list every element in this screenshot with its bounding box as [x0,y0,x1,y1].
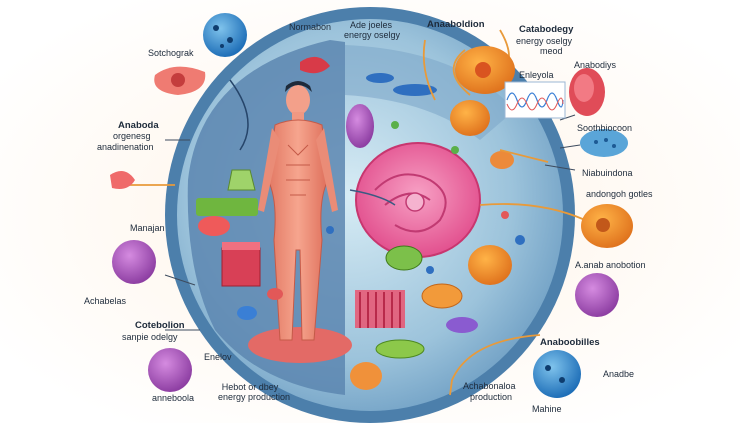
label-anadbe: Anadbe [603,369,635,379]
figure-platform [248,327,352,363]
label-achabelas: Achabelas [84,296,127,306]
human-figure [248,81,352,363]
label-anaboda: Anaboda [118,120,159,131]
label-ade-line1: Ade joeles [349,20,393,30]
label-sanpie-odelgy: sanpie odelgy [122,332,178,342]
label-hebot-line2: energy production [217,392,291,402]
label-anneboola: anneboola [152,393,195,403]
label-sotchograk: Sotchograk [148,48,194,58]
enzyme-box [196,198,258,216]
label-ade-line2: energy oselgy [343,30,401,40]
label-hebot-line1: Hebot or dbey [221,382,279,392]
nucleus [355,142,481,258]
label-southbiocoon: Soothbiocoon [577,123,633,133]
label-enelov: Enelov [204,352,232,362]
label-orgenesg: orgenesg [113,131,151,141]
label-anaaboldion: Anaaboldion [427,19,485,30]
label-manajan: Manajan [130,223,165,233]
label-anadinenation: anadinenation [97,142,154,152]
label-aanab-anobotion: A.anab anobotion [575,260,646,270]
external-cells [110,13,633,398]
label-catabodegy-line2: energy oselgy [516,36,573,46]
label-achabonaloa-line1: Achabonaloa [463,381,516,391]
label-catabodegy-line1: Catabodegy [519,24,574,35]
wave-graph [504,81,566,119]
label-mahine: Mahine [532,404,562,414]
label-cotebolion: Cotebolion [135,320,185,331]
label-anaboobilles: Anaboobilles [540,337,600,348]
organelles [196,56,525,390]
label-catabodegy-line3: meod [540,46,563,56]
label-normabon: Normabon [289,22,332,32]
label-anabodiys: Anabodiys [574,60,617,70]
label-andongoh-goties: andongoh gotles [586,189,653,199]
label-achabonaloa-line2: production [470,392,513,402]
pointer-lines [164,114,581,331]
label-niabuindona: Niabuindona [582,168,633,178]
label-enleyola: Enleyola [519,70,554,80]
